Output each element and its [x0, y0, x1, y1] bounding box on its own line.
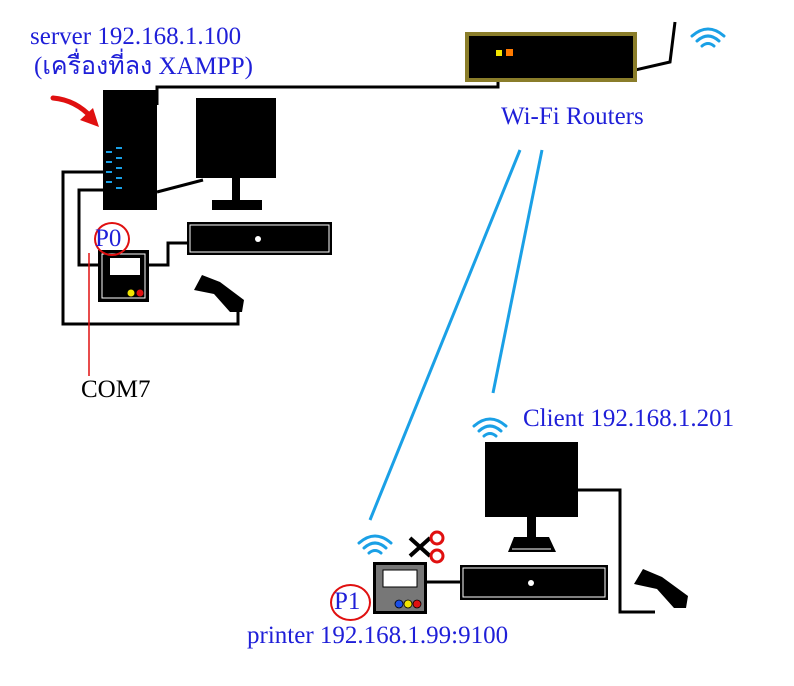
- pointer-arrow: [50, 95, 99, 127]
- wifi-icon: [690, 27, 726, 48]
- monitor-icon: [196, 98, 276, 210]
- cable-server-monitor: [156, 178, 204, 194]
- server-xampp-label: (เครื่องที่ลง XAMPP): [34, 53, 253, 80]
- wireless-links: [368, 149, 544, 521]
- network-printer-icon: [373, 562, 427, 614]
- printer-label: printer 192.168.1.99:9100: [247, 622, 509, 649]
- keyboard-icon: [187, 222, 332, 255]
- barcode-scanner-icon: [194, 275, 244, 312]
- cable-monitor-scanner: [577, 488, 655, 614]
- p0-label: P0: [95, 225, 122, 252]
- server-label: server 192.168.1.100: [30, 23, 242, 50]
- p1-marker: [330, 584, 371, 621]
- p0-marker: [94, 222, 130, 256]
- router-label: Wi-Fi Routers: [501, 103, 644, 130]
- p1-label: P1: [334, 588, 361, 615]
- com-port-label: COM7: [81, 376, 151, 403]
- wireless-link-client: [491, 149, 544, 394]
- wifi-icon-printer: [357, 534, 393, 555]
- cable-server-scanner: [61, 170, 240, 326]
- wireless-link-printer: [368, 149, 522, 521]
- wifi-router: [465, 32, 637, 82]
- client-monitor-icon: [485, 442, 578, 552]
- client-barcode-scanner-icon: [634, 569, 688, 608]
- receipt-printer-icon: [98, 250, 149, 302]
- wifi-icon-client: [472, 417, 508, 438]
- client-keyboard-icon: [460, 565, 608, 600]
- scissors-icon: [408, 530, 445, 564]
- client-label: Client 192.168.1.201: [523, 405, 735, 432]
- server-tower: [103, 90, 157, 210]
- cable-printer-keyboard: [149, 241, 187, 267]
- cable-router-antenna: [634, 21, 677, 72]
